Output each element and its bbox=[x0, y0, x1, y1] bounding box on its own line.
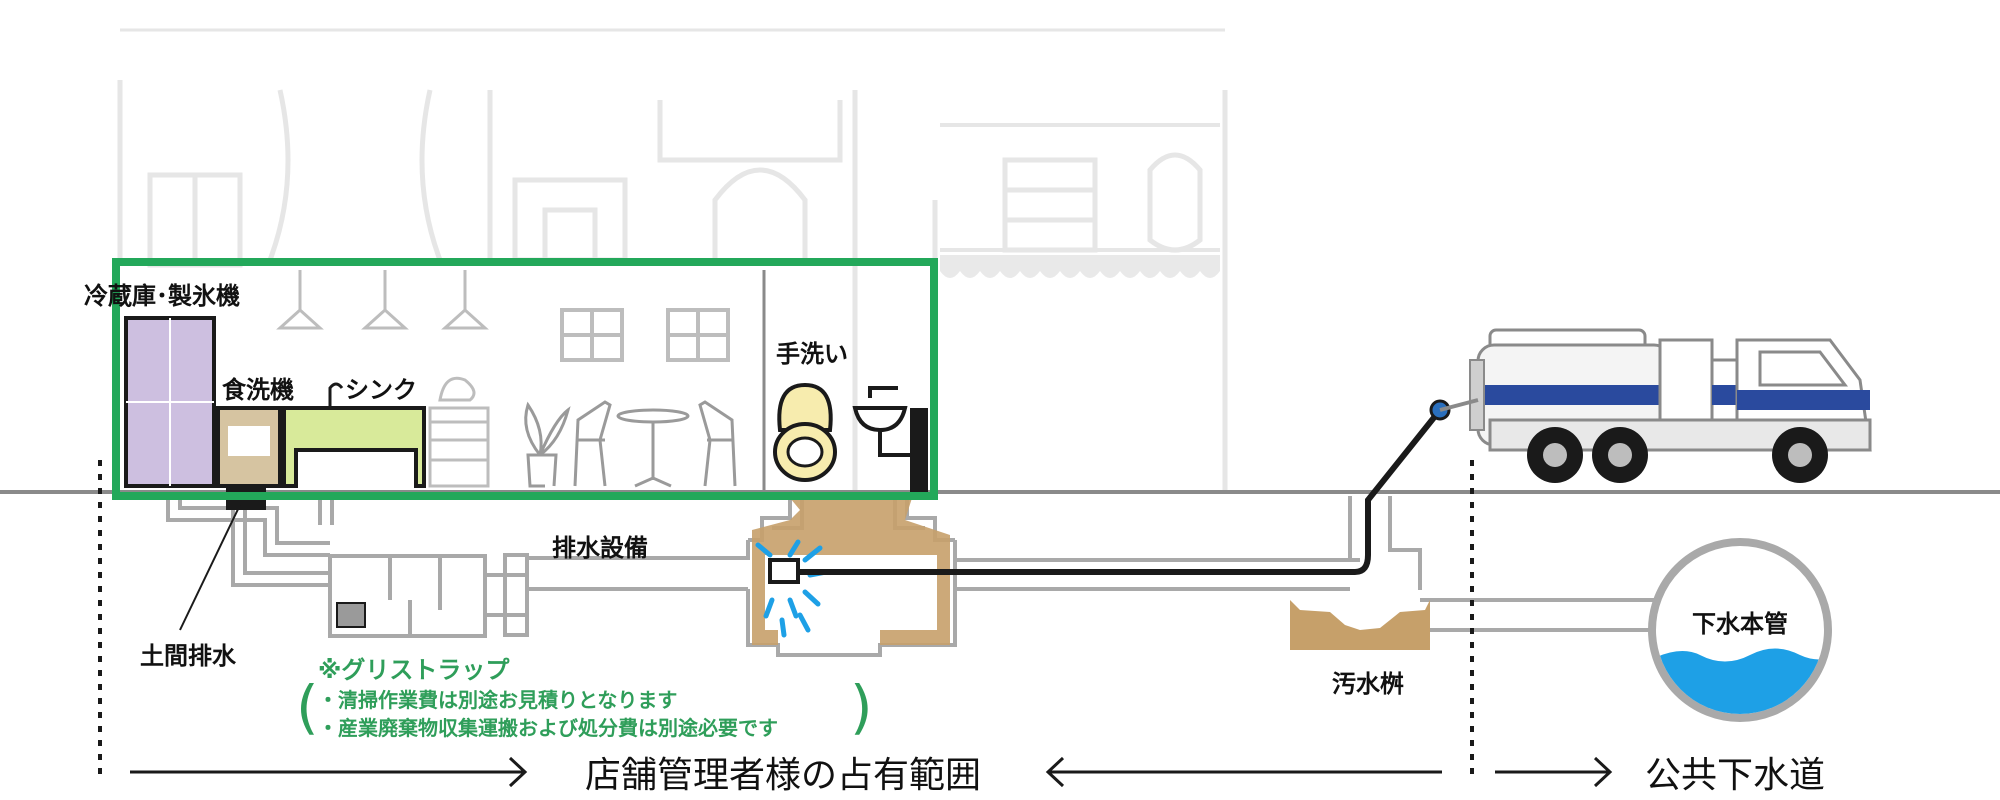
shop-interior bbox=[124, 270, 928, 628]
handwash-icon bbox=[852, 386, 928, 492]
label-floor-drain: 土間排水 bbox=[140, 642, 236, 670]
water-spray bbox=[755, 539, 829, 638]
dining-furniture bbox=[524, 400, 737, 488]
grease-note-1: ・清掃作業費は別途お見積りとなります bbox=[318, 688, 678, 712]
occupied-area-frame bbox=[112, 258, 938, 500]
label-dishwasher: 食洗機 bbox=[222, 376, 294, 404]
note-paren-left: ( bbox=[296, 673, 319, 741]
label-sink: シンク bbox=[345, 376, 417, 404]
main-sewer-pipe bbox=[1648, 538, 1832, 722]
grease-trap-filter bbox=[336, 602, 366, 628]
label-main-sewer: 下水本管 bbox=[1692, 610, 1788, 638]
label-owner-range: 店舗管理者様の占有範囲 bbox=[585, 755, 982, 796]
label-grease-trap: ※グリストラップ bbox=[318, 656, 510, 684]
label-handwash: 手洗い bbox=[776, 340, 848, 368]
sewage-basin-interior bbox=[1340, 600, 1380, 620]
sink-icon bbox=[282, 406, 426, 488]
vacuum-truck-icon bbox=[1439, 328, 1872, 483]
stove-icon bbox=[428, 376, 490, 488]
sludge-sewage-basin bbox=[1290, 600, 1430, 650]
label-public-sewer: 公共下水道 bbox=[1645, 755, 1826, 796]
grease-note-2: ・産業廃棄物収集運搬および処分費は別途必要です bbox=[318, 716, 778, 740]
high-pressure-hose bbox=[798, 408, 1443, 575]
label-fridge: 冷蔵庫･製氷機 bbox=[84, 282, 240, 310]
toilet-icon bbox=[773, 382, 837, 482]
note-paren-right: ) bbox=[850, 673, 873, 741]
label-sewage-basin: 汚水桝 bbox=[1332, 670, 1404, 698]
label-drainage-equipment: 排水設備 bbox=[552, 534, 648, 562]
range-arrows bbox=[130, 756, 1613, 788]
awning bbox=[940, 255, 1220, 278]
floor-drain-leader bbox=[179, 504, 241, 631]
cleaning-nozzle bbox=[768, 558, 800, 584]
